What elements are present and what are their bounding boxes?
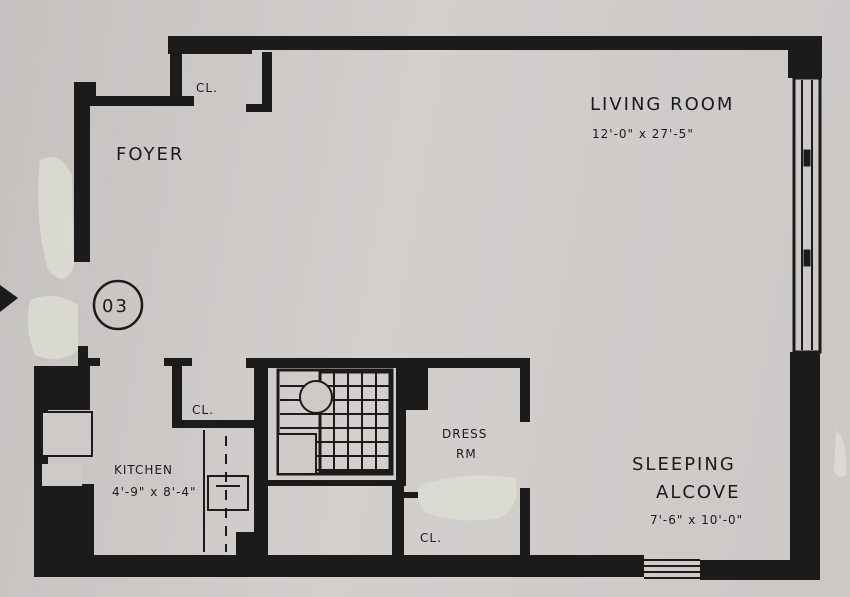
living-room-label: LIVING ROOM bbox=[590, 94, 734, 115]
bc-detail bbox=[41, 411, 93, 486]
window-right bbox=[792, 76, 822, 354]
bc-label: BC bbox=[44, 471, 62, 485]
sleeping-alcove-dims: 7'-6" x 10'-0" bbox=[650, 513, 743, 527]
kitchen-closet-label: CL. bbox=[192, 403, 214, 417]
walls bbox=[34, 36, 822, 580]
dress-rm-label-line2: RM bbox=[456, 447, 477, 461]
bath-tile-grid bbox=[276, 368, 394, 476]
window-bottom bbox=[644, 559, 700, 579]
sleeping-alcove-label-line1: SLEEPING bbox=[632, 454, 736, 475]
kitchen-dims: 4'-9" x 8'-4" bbox=[112, 485, 197, 499]
foyer-closet-label: CL. bbox=[196, 81, 218, 95]
unit-number: 03 bbox=[102, 296, 129, 317]
unit-number-badge bbox=[92, 279, 144, 331]
entry-arrow-icon bbox=[0, 285, 18, 312]
correction-marks bbox=[27, 157, 847, 521]
dress-rm-label-line1: DRESS bbox=[442, 427, 487, 441]
dress-closet-label: CL. bbox=[420, 531, 442, 545]
kitchen-label: KITCHEN bbox=[114, 463, 173, 477]
living-room-dims: 12'-0" x 27'-5" bbox=[592, 127, 694, 141]
kitchen-fixtures bbox=[203, 430, 249, 552]
foyer-label: FOYER bbox=[116, 144, 184, 165]
sleeping-alcove-label-line2: ALCOVE bbox=[656, 482, 740, 503]
